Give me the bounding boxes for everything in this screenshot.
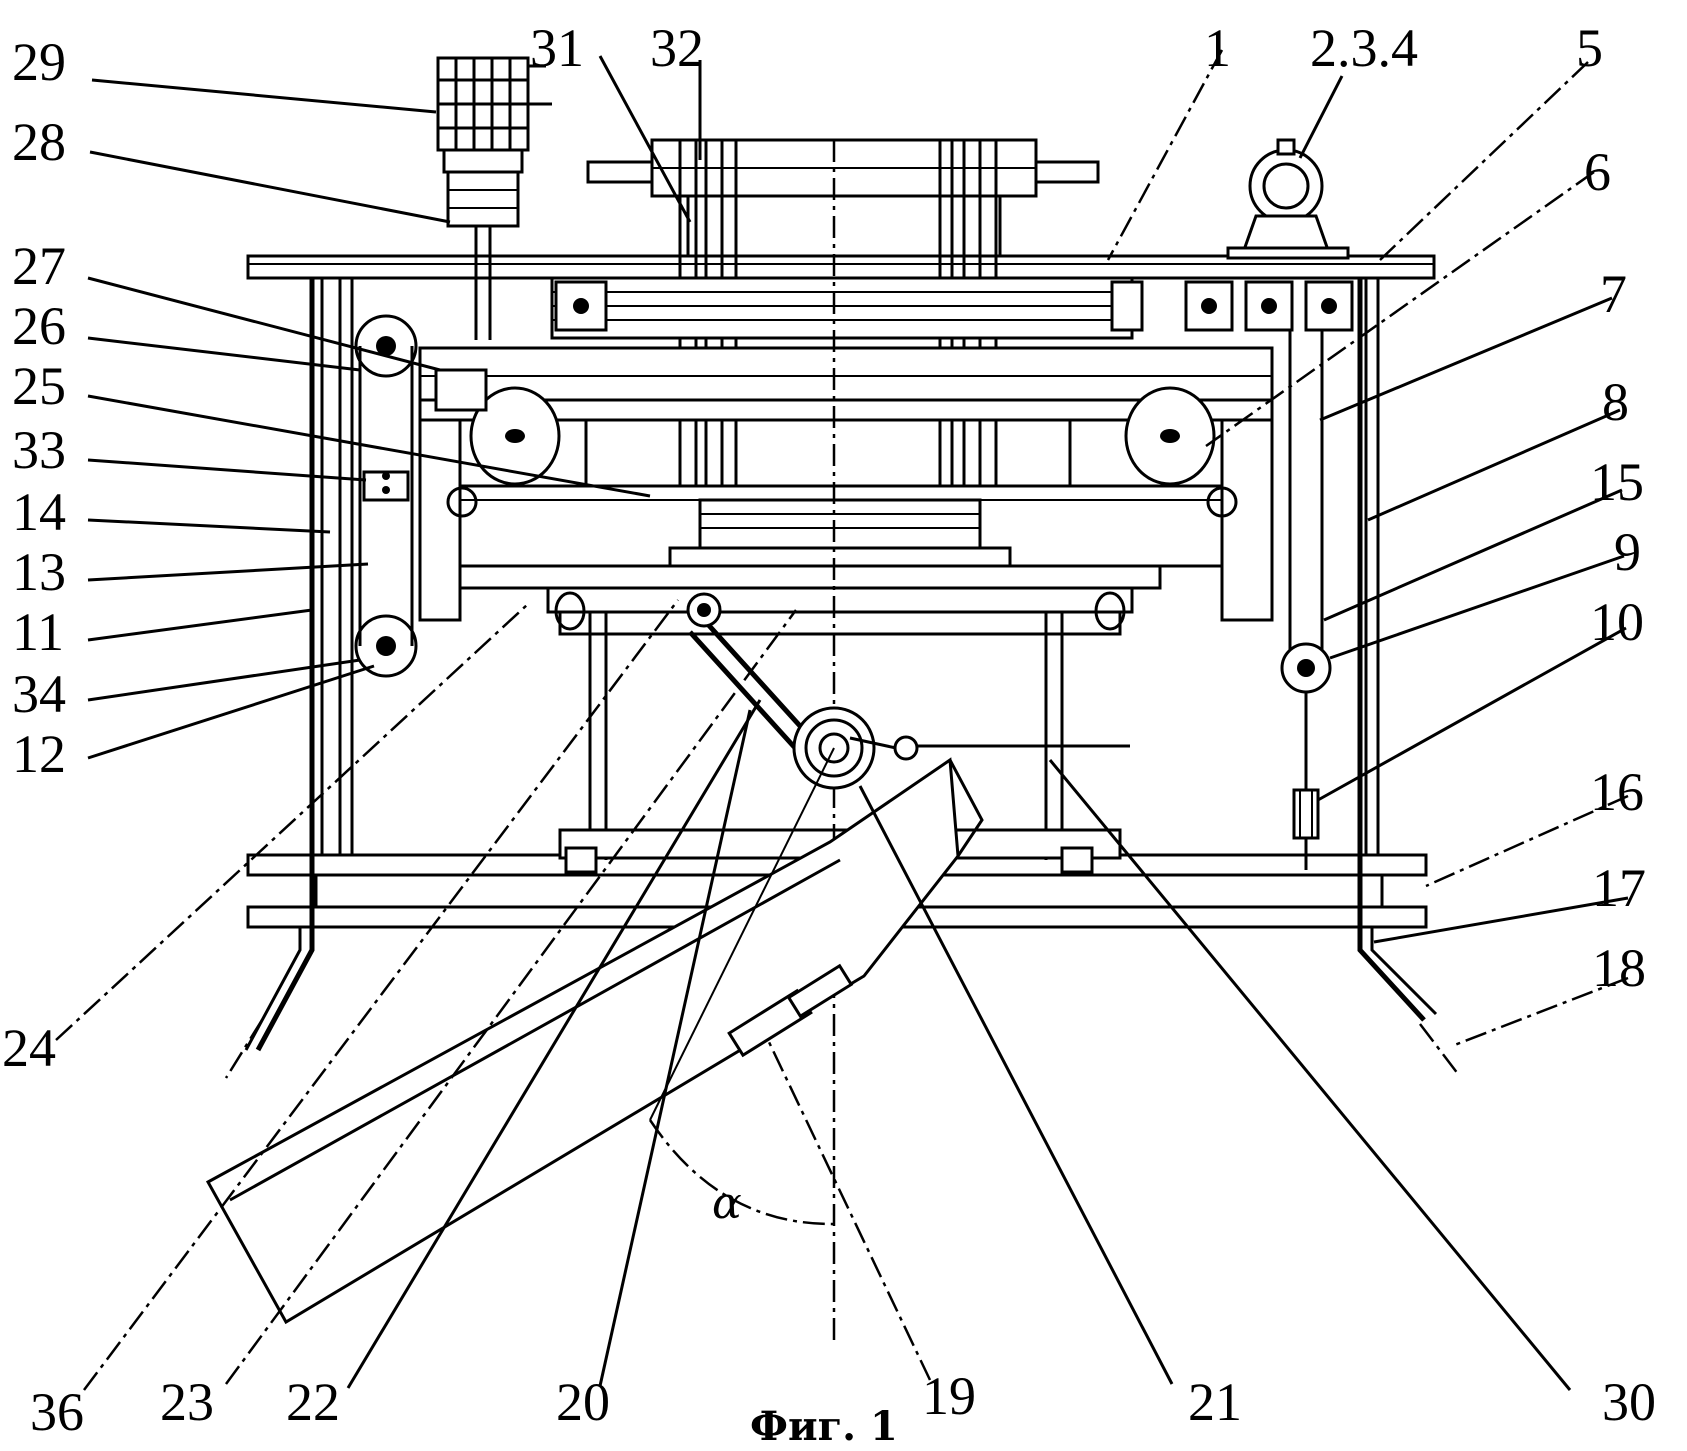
label-5: 5 [1576, 18, 1603, 78]
label-14: 14 [12, 482, 66, 542]
figure-caption: Фиг. 1 [750, 1403, 898, 1450]
label-9: 9 [1614, 522, 1641, 582]
label-36: 36 [30, 1382, 84, 1442]
right-chain [1282, 330, 1330, 870]
label-20: 20 [556, 1372, 610, 1432]
angle-label: α [712, 1178, 742, 1229]
left-chain [356, 316, 416, 676]
label-29: 29 [12, 32, 66, 92]
label-23: 23 [160, 1372, 214, 1432]
label-6: 6 [1584, 142, 1611, 202]
label-34: 34 [12, 664, 66, 724]
label-12: 12 [12, 724, 66, 784]
label-28: 28 [12, 112, 66, 172]
bottom-tray [548, 588, 1132, 634]
label-2-3-4: 2.3.4 [1310, 18, 1418, 78]
label-21: 21 [1188, 1372, 1242, 1432]
label-22: 22 [286, 1372, 340, 1432]
label-26: 26 [12, 296, 66, 356]
label-17: 17 [1592, 858, 1646, 918]
label-7: 7 [1600, 264, 1627, 324]
label-25: 25 [12, 356, 66, 416]
label-8: 8 [1602, 372, 1629, 432]
label-15: 15 [1590, 452, 1644, 512]
label-18: 18 [1592, 938, 1646, 998]
label-33: 33 [12, 420, 66, 480]
label-27: 27 [12, 236, 66, 296]
label-31: 31 [530, 18, 584, 78]
label-24: 24 [2, 1018, 56, 1078]
label-19: 19 [922, 1366, 976, 1426]
upper-table [588, 140, 1098, 196]
label-13: 13 [12, 542, 66, 602]
label-32: 32 [650, 18, 704, 78]
label-30: 30 [1602, 1372, 1656, 1432]
label-10: 10 [1590, 592, 1644, 652]
label-1: 1 [1204, 18, 1231, 78]
top-motor [1228, 140, 1348, 258]
label-16: 16 [1590, 762, 1644, 822]
label-11: 11 [12, 602, 64, 662]
